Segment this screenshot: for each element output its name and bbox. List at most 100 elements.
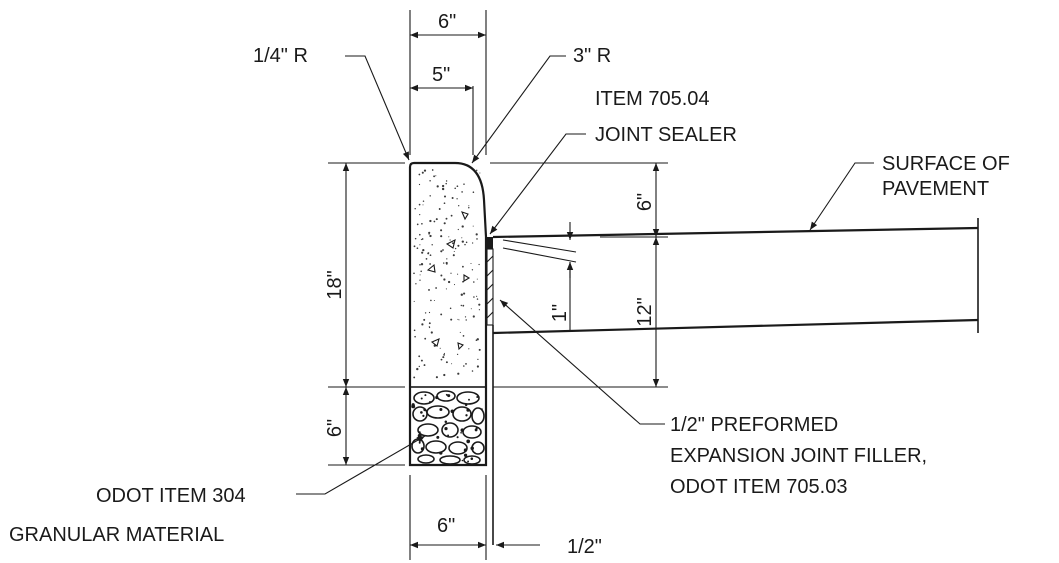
concrete-stipple xyxy=(413,169,481,379)
stipple-dot xyxy=(454,187,456,190)
gravel-stone xyxy=(471,407,485,425)
stipple-dot xyxy=(418,365,420,368)
pavement-slab xyxy=(492,218,979,335)
gravel-fill-dot xyxy=(467,460,470,463)
stipple-dot xyxy=(465,363,467,365)
stipple-dot xyxy=(478,348,481,351)
stipple-dot xyxy=(457,228,459,231)
stipple-dot xyxy=(418,355,421,358)
gravel-fill-dot xyxy=(418,441,421,444)
stipple-dot xyxy=(419,233,421,236)
dim-base-height: 6" xyxy=(324,419,346,437)
stipple-dot xyxy=(463,292,466,295)
stipple-dot xyxy=(470,262,472,265)
stipple-dot xyxy=(445,288,447,290)
stipple-dot xyxy=(453,250,455,253)
stipple-dot xyxy=(457,273,459,275)
stipple-dot xyxy=(463,183,465,185)
expansion-filler xyxy=(486,248,494,326)
stipple-dot xyxy=(479,172,481,174)
callout-pavement-line1: SURFACE OF xyxy=(882,153,1010,175)
stipple-dot xyxy=(421,222,423,225)
stipple-dot xyxy=(441,184,445,188)
stipple-dot xyxy=(428,233,430,235)
callout-pavement-line2: PAVEMENT xyxy=(882,178,989,200)
stipple-dot xyxy=(462,304,465,307)
stipple-dot xyxy=(440,250,443,253)
stipple-dot xyxy=(424,337,427,340)
stipple-dot xyxy=(468,348,470,350)
stipple-dot xyxy=(445,263,448,265)
stipple-dot xyxy=(420,239,422,241)
gravel-fill-dot xyxy=(447,434,450,437)
stipple-dot xyxy=(456,185,459,188)
gravel-stone xyxy=(411,438,425,454)
stipple-dot xyxy=(422,204,424,206)
stipple-dot xyxy=(470,308,472,310)
stipple-dot xyxy=(440,358,443,361)
stipple-dot xyxy=(478,303,481,306)
filler-hatch xyxy=(486,255,494,319)
stipple-dot xyxy=(460,304,462,307)
gravel-fill-dot xyxy=(444,426,448,431)
stipple-dot xyxy=(414,335,416,338)
callout-sealer-line2: JOINT SEALER xyxy=(595,124,737,146)
gravel-stone xyxy=(426,405,450,419)
stipple-dot xyxy=(446,258,448,260)
stipple-dot xyxy=(462,280,464,283)
stipple-dot xyxy=(419,244,421,246)
stipple-dot xyxy=(418,203,421,206)
stipple-dot xyxy=(413,300,415,302)
callout-base-line2: GRANULAR MATERIAL xyxy=(9,524,224,546)
stipple-dot xyxy=(419,264,421,266)
stipple-dot xyxy=(414,207,416,210)
stipple-dot xyxy=(475,169,478,172)
callout-sealer-line1: ITEM 705.04 xyxy=(595,88,710,110)
gravel-fill-dot xyxy=(460,431,462,434)
stipple-dot xyxy=(443,222,446,225)
stipple-dot xyxy=(462,265,464,268)
stipple-dot xyxy=(440,229,443,232)
stipple-dot xyxy=(461,191,463,193)
dim-curb-height: 18" xyxy=(324,270,346,299)
stipple-dot xyxy=(441,187,445,191)
stipple-dot xyxy=(428,288,430,291)
gravel-fill-dot xyxy=(463,453,468,457)
gravel-fill-dot xyxy=(465,414,468,417)
stipple-dot xyxy=(471,242,474,244)
stipple-dot xyxy=(430,299,432,302)
stipple-dot xyxy=(442,356,445,359)
gravel-fill-dot xyxy=(444,420,448,423)
stipple-dot xyxy=(457,372,460,375)
stipple-dot xyxy=(460,293,463,296)
gravel-stone xyxy=(463,455,481,465)
stipple-dot xyxy=(472,315,475,318)
stipple-dot xyxy=(476,298,479,300)
stipple-dot xyxy=(471,269,474,271)
stipple-dot xyxy=(453,284,456,286)
joint-sealer xyxy=(487,237,493,249)
gravel-fill-dot xyxy=(456,436,459,439)
stipple-dot xyxy=(436,185,439,188)
stipple-dot xyxy=(416,367,419,371)
stipple-dot xyxy=(458,319,460,321)
gravel-fill-dot xyxy=(481,408,483,410)
stipple-dot xyxy=(428,322,431,325)
stipple-dot xyxy=(464,316,467,318)
stipple-dot xyxy=(457,244,460,247)
stipple-dot xyxy=(476,278,478,280)
dim-bottom-width: 6" xyxy=(437,515,455,537)
stipple-dot xyxy=(471,370,474,372)
stipple-dot xyxy=(450,214,453,217)
callout-base-line1: ODOT ITEM 304 xyxy=(96,485,246,507)
stipple-dot xyxy=(452,242,454,245)
stipple-dot xyxy=(451,197,454,199)
stipple-dot xyxy=(458,205,460,207)
stipple-dot xyxy=(461,237,463,239)
stipple-dot xyxy=(433,220,436,223)
dim-gap-width: 1/2" xyxy=(567,536,602,558)
stipple-dot xyxy=(435,287,437,289)
stipple-dot xyxy=(462,365,465,367)
stipple-dot xyxy=(456,198,458,200)
